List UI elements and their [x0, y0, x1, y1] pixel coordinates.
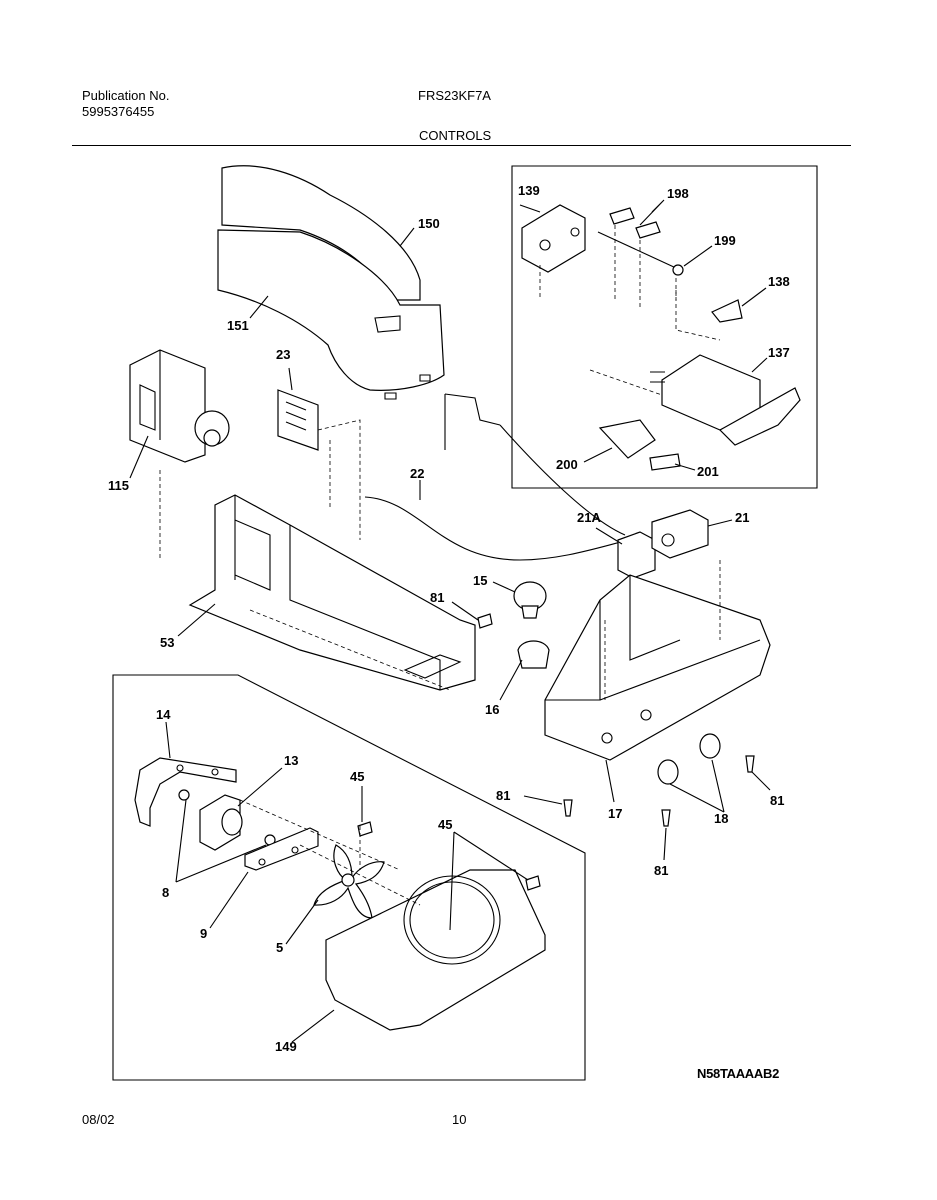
inset-frame-top-right — [511, 165, 818, 489]
diagram-code: N58TAAAAB2 — [697, 1066, 779, 1081]
callout-5: 5 — [276, 940, 283, 955]
publication-label: Publication No. — [82, 88, 170, 103]
control-box-17 — [544, 560, 771, 761]
lamp-bulb-15 — [513, 581, 547, 619]
callout-81-d: 81 — [654, 863, 668, 878]
page-number: 10 — [452, 1112, 467, 1127]
callout-81-a: 81 — [430, 590, 444, 605]
callout-150: 150 — [418, 216, 440, 231]
callout-16: 16 — [485, 702, 499, 717]
shaft-199 — [597, 231, 684, 276]
callout-21: 21 — [735, 510, 749, 525]
publication-number: 5995376455 — [82, 104, 155, 119]
revision-date: 08/02 — [82, 1112, 115, 1127]
switch-21 — [651, 509, 709, 559]
screw-81-b — [563, 799, 573, 817]
callout-9: 9 — [200, 926, 207, 941]
damper-control-115 — [129, 349, 230, 560]
callout-22: 22 — [410, 466, 424, 481]
thermostat-139 — [521, 204, 586, 273]
callout-53: 53 — [160, 635, 174, 650]
air-duct-150-151 — [217, 165, 445, 400]
callout-14: 14 — [156, 707, 171, 722]
callout-81-b: 81 — [496, 788, 510, 803]
callout-151: 151 — [227, 318, 249, 333]
callout-13: 13 — [284, 753, 298, 768]
fan-motor-13 — [199, 794, 243, 851]
inset-frame-bottom-left — [112, 674, 586, 1081]
control-housing-53 — [188, 494, 476, 691]
callout-45-a: 45 — [350, 769, 364, 784]
header-rule — [72, 145, 851, 146]
callout-17: 17 — [608, 806, 622, 821]
capillary-tube-22 — [364, 393, 641, 561]
callout-81-c: 81 — [770, 793, 784, 808]
leader-lines — [129, 199, 771, 1043]
screw-45-a — [357, 821, 373, 837]
clip-138 — [711, 299, 743, 323]
callout-8: 8 — [162, 885, 169, 900]
section-title: CONTROLS — [419, 128, 492, 143]
switch-21A — [617, 531, 656, 579]
lamp-socket-16 — [517, 640, 550, 669]
foam-block-200 — [598, 419, 656, 459]
motor-bracket-14 — [134, 757, 237, 827]
callout-115: 115 — [108, 478, 129, 493]
callout-21A: 21A — [577, 510, 601, 525]
damper-137 — [589, 290, 801, 446]
callout-138: 138 — [768, 274, 790, 289]
fan-shroud-149 — [239, 799, 546, 1031]
callout-201: 201 — [697, 464, 719, 479]
callout-45-b: 45 — [438, 817, 452, 832]
callout-139: 139 — [518, 183, 540, 198]
screw-81-c — [745, 755, 755, 773]
callout-23: 23 — [276, 347, 290, 362]
callout-200: 200 — [556, 457, 578, 472]
callout-18: 18 — [714, 811, 728, 826]
screw-45-b — [525, 875, 541, 891]
fan-blade-5 — [313, 844, 385, 919]
bracket-198 — [609, 207, 661, 239]
callout-198: 198 — [667, 186, 689, 201]
grommet-8-a — [178, 789, 190, 801]
tape-201 — [649, 453, 681, 471]
control-board-23 — [277, 389, 361, 540]
callout-137: 137 — [768, 345, 790, 360]
model-number: FRS23KF7A — [418, 88, 491, 103]
callout-199: 199 — [714, 233, 736, 248]
callout-149: 149 — [275, 1039, 297, 1054]
screw-81-a — [477, 613, 493, 629]
screw-81-d — [661, 809, 671, 827]
motor-bracket-9 — [244, 827, 319, 871]
knob-18-b — [699, 733, 721, 759]
knob-18-a — [657, 759, 679, 785]
callout-15: 15 — [473, 573, 487, 588]
